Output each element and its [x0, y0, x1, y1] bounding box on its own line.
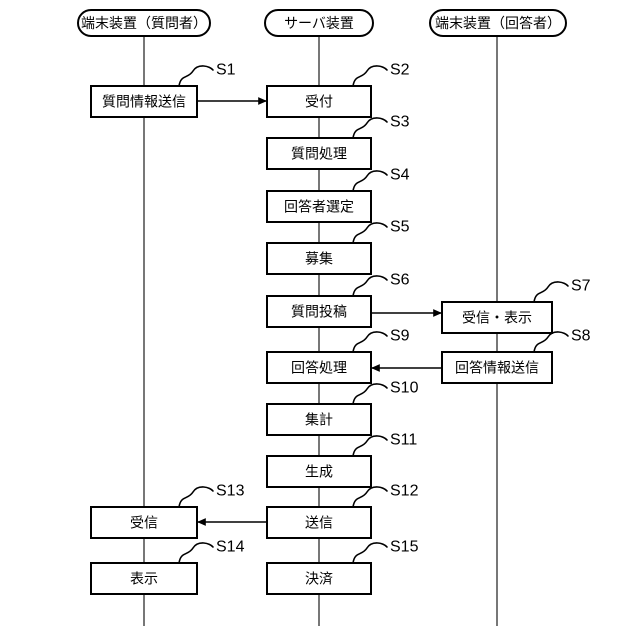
process-node-s12[interactable]: 送信 S12: [266, 483, 419, 539]
step-label-s7: S7: [571, 278, 591, 295]
step-label-s3: S3: [390, 114, 410, 131]
node-label: 決済: [305, 572, 333, 588]
process-node-s1[interactable]: 質問情報送信 S1: [90, 62, 236, 118]
process-node-s11[interactable]: 生成 S11: [266, 432, 417, 488]
node-label: 受信: [130, 516, 158, 532]
node-box-shape: [266, 403, 372, 436]
node-label: 質問投稿: [291, 305, 347, 321]
node-box-shape: [266, 295, 372, 328]
lane-pill-shape: [264, 9, 374, 37]
step-leader-line: [533, 281, 569, 303]
arrows-group: [197, 97, 442, 526]
process-node-s9[interactable]: 回答処理 S9: [266, 328, 410, 384]
node-box-shape: [266, 506, 372, 539]
step-leader-line: [352, 383, 388, 405]
node-box-shape: [266, 351, 372, 384]
node-label: 募集: [305, 251, 333, 268]
process-node-s14[interactable]: 表示 S14: [90, 539, 245, 595]
node-label: 質問情報送信: [102, 95, 186, 111]
process-node-s5[interactable]: 募集 S5: [266, 219, 410, 275]
node-box-shape: [266, 137, 372, 170]
step-leader-line: [533, 331, 569, 353]
lane-headers-group: 端末装置（質問者） サーバ装置 端末装置（回答者）: [77, 9, 567, 37]
lane-label: サーバ装置: [284, 16, 354, 32]
node-box-shape: [90, 85, 198, 118]
lane-header-lane-responder: 端末装置（回答者）: [429, 9, 567, 37]
node-box-shape: [266, 85, 372, 118]
node-box-shape: [266, 190, 372, 223]
node-label: 受信・表示: [462, 311, 532, 327]
node-box-shape: [266, 562, 372, 595]
step-label-s8: S8: [571, 328, 591, 345]
step-label-s2: S2: [390, 62, 410, 79]
step-label-s14: S14: [216, 539, 245, 556]
lane-label: 端末装置（回答者）: [435, 15, 561, 32]
process-node-s2[interactable]: 受付 S2: [266, 62, 410, 118]
process-node-s3[interactable]: 質問処理 S3: [266, 114, 410, 170]
step-leader-line: [352, 331, 388, 353]
step-label-s10: S10: [390, 380, 419, 397]
node-box-shape: [90, 562, 198, 595]
node-label: 受付: [305, 95, 333, 111]
step-label-s9: S9: [390, 328, 410, 345]
process-node-s7[interactable]: 受信・表示 S7: [441, 278, 591, 334]
node-label: 回答処理: [291, 360, 347, 377]
node-label: 送信: [305, 516, 333, 532]
node-label: 表示: [130, 572, 158, 588]
lane-header-lane-questioner: 端末装置（質問者）: [77, 9, 211, 37]
step-leader-line: [352, 275, 388, 297]
step-label-s1: S1: [216, 62, 236, 79]
process-node-s6[interactable]: 質問投稿 S6: [266, 272, 410, 328]
step-label-s5: S5: [390, 219, 410, 236]
step-leader-line: [352, 486, 388, 508]
process-node-s10[interactable]: 集計 S10: [266, 380, 419, 436]
node-box-shape: [441, 351, 553, 384]
node-box-shape: [90, 506, 198, 539]
step-label-s4: S4: [390, 167, 410, 184]
lane-header-lane-server: サーバ装置: [264, 9, 374, 37]
process-node-s4[interactable]: 回答者選定 S4: [266, 167, 410, 223]
step-leader-line: [352, 542, 388, 564]
node-label: 集計: [305, 412, 333, 429]
step-leader-line: [352, 117, 388, 139]
node-label: 質問処理: [291, 147, 347, 163]
step-leader-line: [352, 65, 388, 87]
lane-pill-shape: [429, 9, 567, 37]
node-label: 回答情報送信: [455, 360, 539, 377]
step-label-s11: S11: [390, 432, 417, 449]
step-leader-line: [178, 65, 214, 87]
step-leader-line: [178, 486, 214, 508]
node-box-shape: [266, 242, 372, 275]
lane-pill-shape: [77, 9, 211, 37]
step-leader-line: [352, 222, 388, 244]
nodes-group: 質問情報送信 S1 受付 S2 質問処理 S3 回答者選定 S4 募集 S5 質問投稿 S6 受信・表示…: [90, 62, 591, 595]
process-node-s8[interactable]: 回答情報送信 S8: [441, 328, 591, 384]
step-leader-line: [352, 170, 388, 192]
step-label-s6: S6: [390, 272, 410, 289]
process-node-s13[interactable]: 受信 S13: [90, 483, 245, 539]
process-node-s15[interactable]: 決済 S15: [266, 539, 419, 595]
node-box-shape: [441, 301, 553, 334]
node-box-shape: [266, 455, 372, 488]
step-label-s13: S13: [216, 483, 245, 500]
node-label: 回答者選定: [284, 199, 354, 216]
node-label: 生成: [305, 465, 333, 481]
step-leader-line: [178, 542, 214, 564]
lane-label: 端末装置（質問者）: [81, 16, 207, 32]
step-label-s12: S12: [390, 483, 419, 500]
step-label-s15: S15: [390, 539, 419, 556]
step-leader-line: [352, 435, 388, 457]
